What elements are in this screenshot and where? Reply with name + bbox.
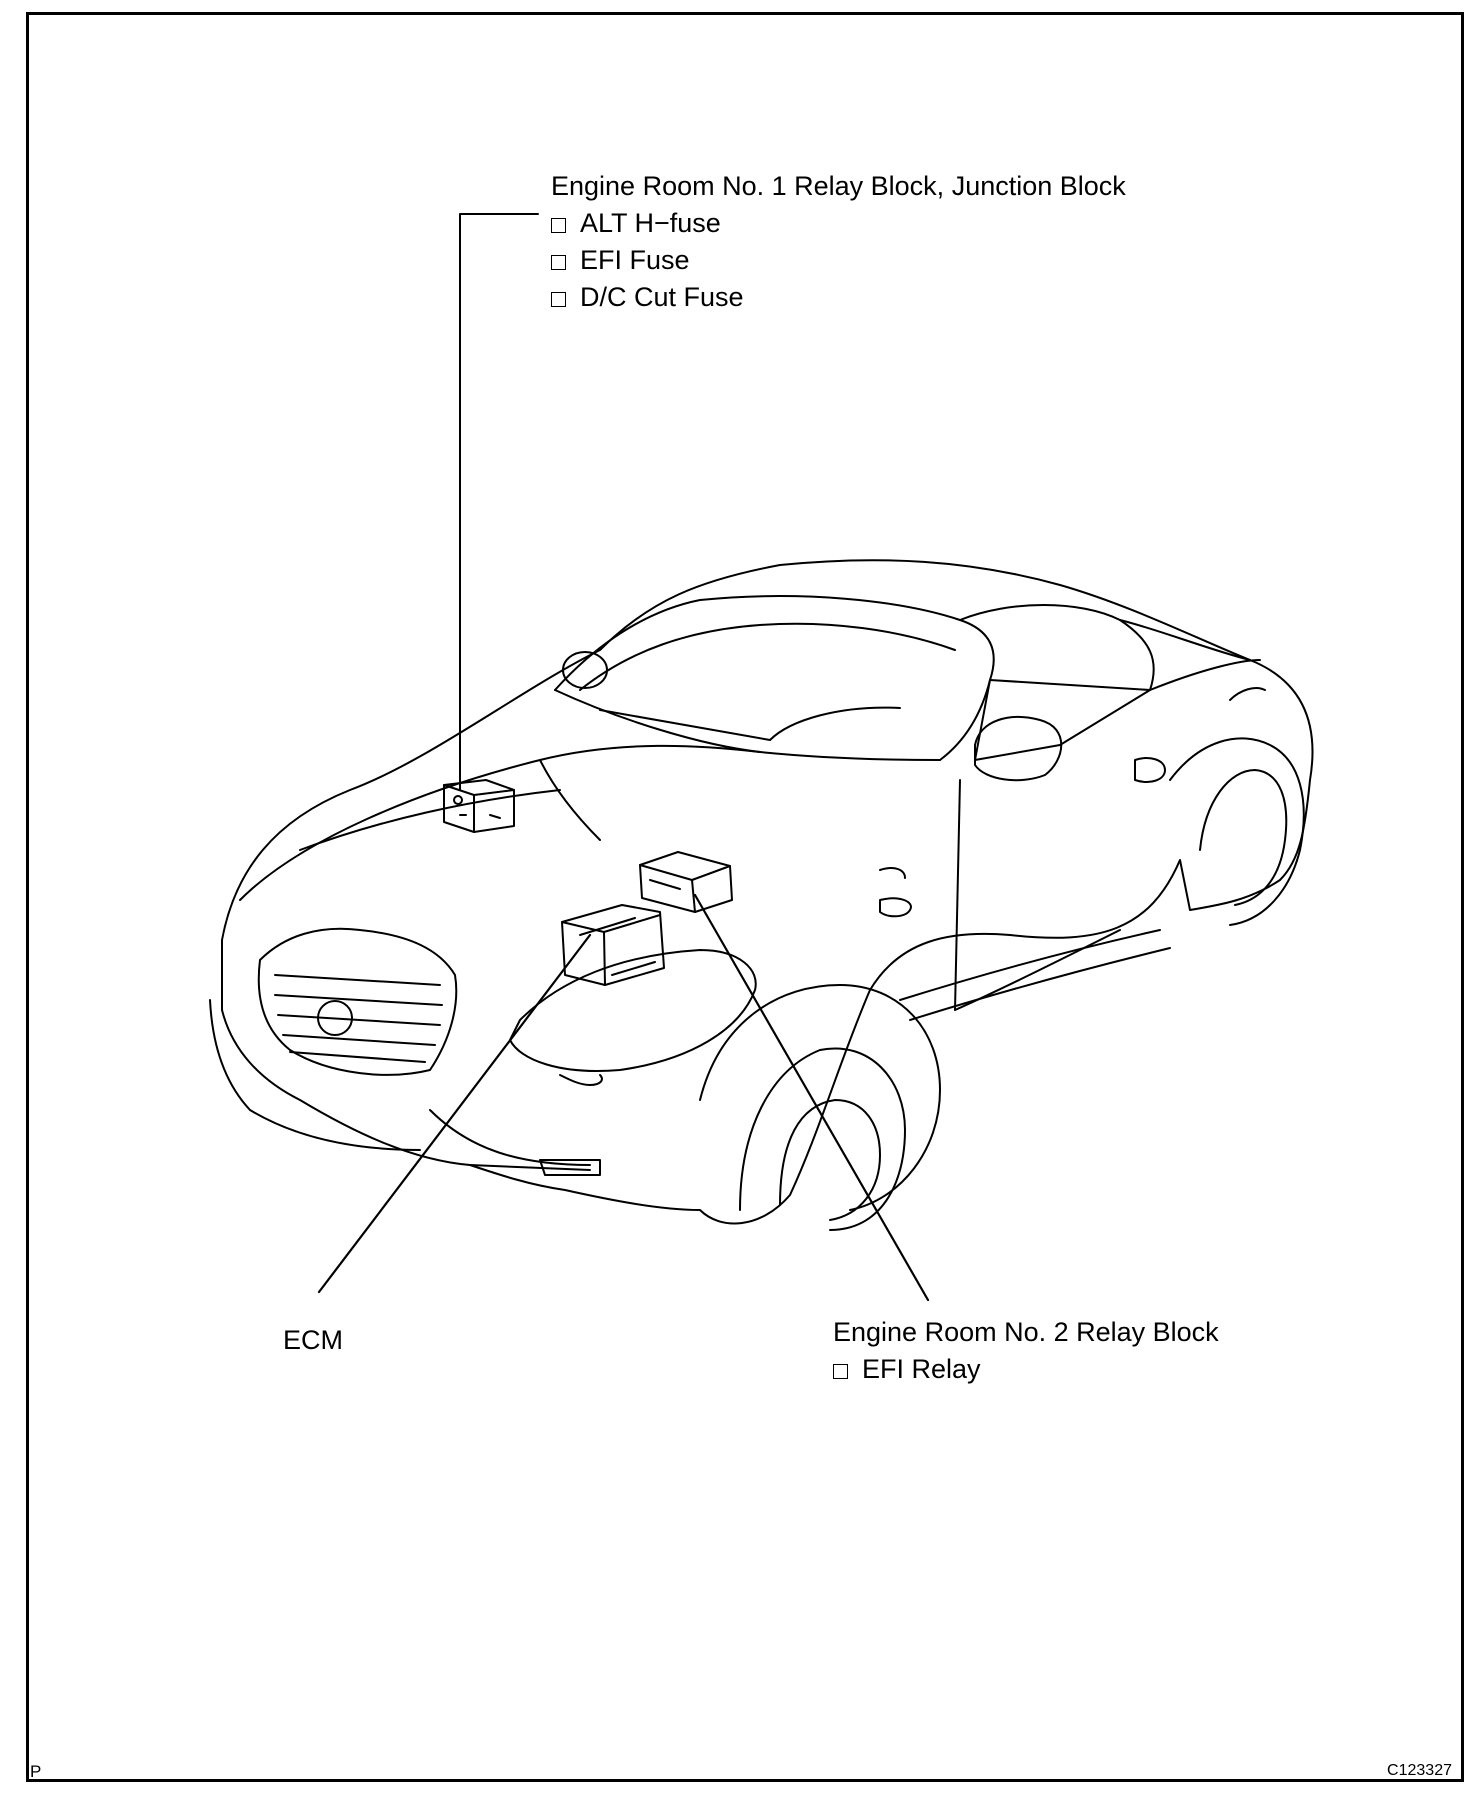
leader-line-relay-block-2 [693, 893, 930, 1302]
checkbox-icon [551, 255, 566, 270]
relay-block-2-component [639, 851, 733, 913]
ecm-component [561, 904, 665, 986]
figure-frame [26, 12, 1464, 1782]
ecm-title: ECM [283, 1325, 343, 1355]
checkbox-icon [551, 218, 566, 233]
relay-block-1-label: Engine Room No. 1 Relay Block, Junction … [551, 168, 1126, 316]
relay-block-1-item: ALT H−fuse [551, 205, 1126, 242]
relay-block-1-item: D/C Cut Fuse [551, 279, 1126, 316]
relay-block-2-item: EFI Relay [833, 1351, 1219, 1388]
relay-block-2-title: Engine Room No. 2 Relay Block [833, 1317, 1219, 1347]
page-mark: P [30, 1762, 42, 1781]
relay-block-1-item: EFI Fuse [551, 242, 1126, 279]
figure-id: C123327 [1387, 1762, 1452, 1779]
car-body [209, 559, 1314, 1231]
checkbox-icon [833, 1364, 848, 1379]
ecm-label: ECM [283, 1322, 343, 1359]
checkbox-icon [551, 292, 566, 307]
leader-line-ecm [317, 933, 592, 1294]
relay-block-1-title: Engine Room No. 1 Relay Block, Junction … [551, 171, 1126, 201]
relay-block-1-component [443, 779, 515, 833]
relay-block-2-label: Engine Room No. 2 Relay Block EFI Relay [833, 1314, 1219, 1388]
leader-line-relay-block-1 [459, 213, 539, 791]
